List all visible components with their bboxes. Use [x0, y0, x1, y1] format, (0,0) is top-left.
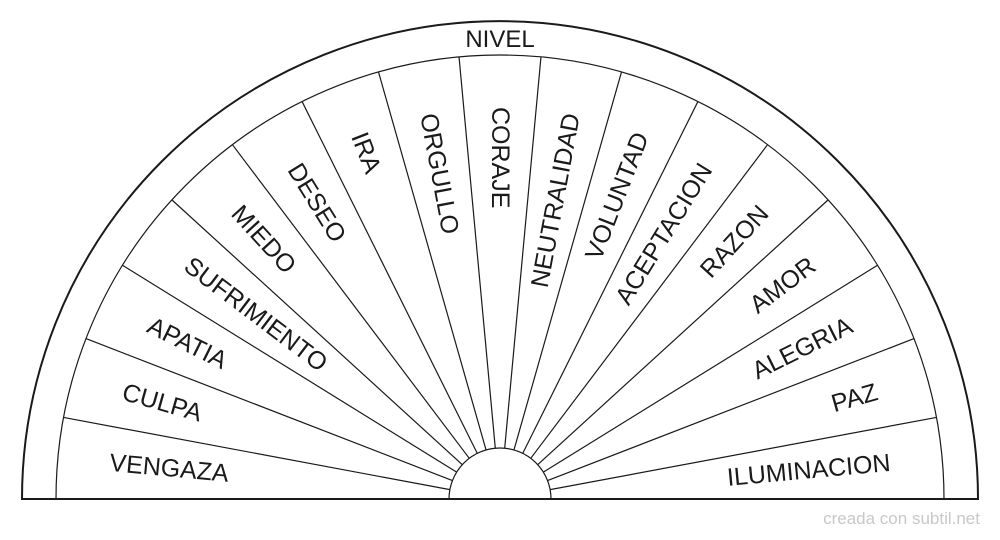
sector-divider [547, 338, 915, 482]
sector-divider [504, 56, 542, 449]
sector-divider [522, 101, 699, 454]
sector-divider [513, 71, 623, 451]
sector-divider [377, 71, 487, 451]
chart-title: NIVEL [465, 26, 534, 53]
sector-divider [458, 56, 496, 449]
sector-label: CORAJE [486, 107, 514, 208]
outer-arc [20, 20, 980, 500]
credit-text: creada con subtil.net [823, 509, 980, 528]
sector-divider [171, 199, 463, 466]
sector-divider [550, 416, 937, 491]
inner-arc [55, 54, 945, 500]
sector-divider [543, 264, 878, 473]
sector-divider [530, 144, 769, 459]
sector-divider [537, 199, 829, 466]
center-hub [448, 447, 552, 500]
semicircle-frame [20, 20, 980, 500]
sector-divider [63, 416, 450, 491]
sector-divider [122, 264, 457, 473]
sector-divider [231, 144, 470, 459]
sector-divider [301, 101, 478, 454]
sector-divider [85, 338, 453, 482]
sector-dividers [56, 56, 944, 500]
